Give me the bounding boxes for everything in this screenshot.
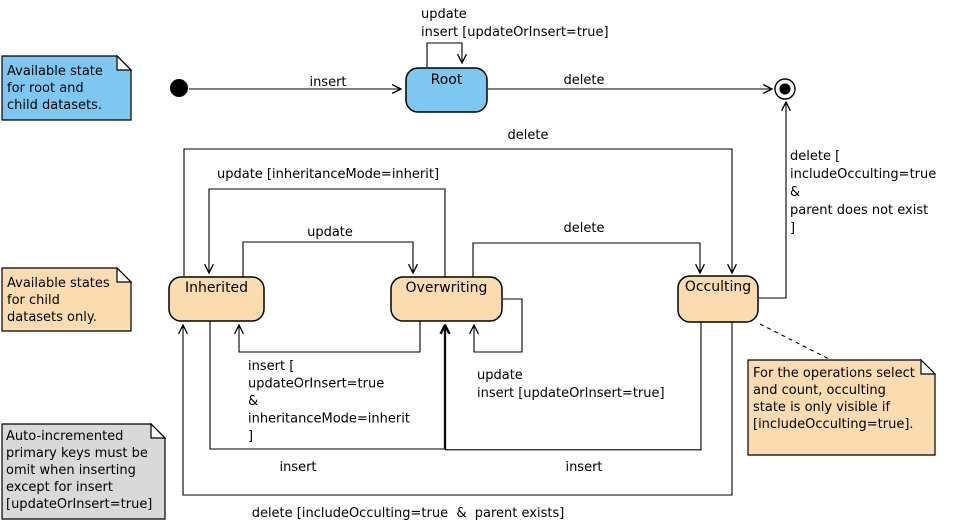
label-insert-guard-1: insert [ — [248, 359, 294, 374]
note-root-fold-icon — [116, 54, 133, 71]
edge-inherited-occulting-delete — [183, 148, 732, 276]
label-delete-root-final: delete — [564, 73, 605, 88]
note-root-line-1: Available state — [7, 64, 103, 79]
label-update-inherited-overwriting: update — [307, 225, 353, 240]
state-overwriting — [390, 276, 503, 322]
final-state-inner-icon — [779, 83, 791, 95]
edge-occulting-final-delete — [759, 102, 786, 299]
note-autoincrement-line-1: Auto-incremented — [6, 429, 123, 444]
label-root-loop-update: update — [421, 7, 467, 22]
state-root-label: Root — [431, 72, 463, 88]
edge-inherited-overwriting-update — [242, 241, 413, 277]
note-autoincrement-line-3: omit when inserting — [6, 463, 136, 478]
note-autoincrement-line-2: primary keys must be — [6, 446, 148, 461]
state-inherited — [168, 276, 265, 322]
note-child-line-3: datasets only. — [7, 310, 97, 325]
label-update-inheritance-mode: update [inheritanceMode=inherit] — [217, 167, 439, 182]
label-insert-inherited-overwriting: insert — [279, 460, 316, 475]
note-autoincrement-line-5: [updateOrInsert=true] — [6, 497, 152, 512]
note-occulting-line-4: [includeOcculting=true]. — [753, 417, 914, 432]
label-delete-occulting-inherited: delete [includeOcculting=true & parent e… — [252, 506, 565, 521]
label-delete-inherited-occulting: delete — [508, 128, 549, 143]
note-occulting-line-3: state is only visible if — [753, 400, 891, 415]
edge-overwriting-inherited-update — [209, 188, 446, 277]
label-delete-occulting-final-5: ] — [790, 221, 795, 236]
label-insert-initial: insert — [309, 75, 346, 90]
note-connector-dashed — [759, 323, 832, 361]
note-child-states — [1, 267, 132, 332]
note-autoincrement-fold-icon — [150, 422, 167, 439]
note-child-line-1: Available states — [7, 276, 110, 291]
label-insert-guard-5: ] — [248, 429, 253, 444]
label-overwriting-loop-insert: insert [updateOrInsert=true] — [477, 386, 665, 401]
state-root — [405, 67, 488, 113]
label-delete-occulting-final-2: includeOcculting=true — [790, 167, 936, 182]
state-occulting-label: Occulting — [685, 279, 751, 295]
label-overwriting-loop-update: update — [477, 368, 523, 383]
label-delete-occulting-final-1: delete [ — [790, 149, 840, 164]
edge-overwriting-self-loop — [474, 298, 523, 353]
label-delete-occulting-final-4: parent does not exist — [790, 203, 928, 218]
label-insert-guard-2: updateOrInsert=true — [248, 377, 384, 392]
note-occulting-visibility — [747, 359, 936, 456]
edge-overwriting-occulting-delete — [472, 242, 700, 277]
label-root-loop-insert: insert [updateOrInsert=true] — [421, 25, 609, 40]
edge-overwriting-inherited-insert — [239, 321, 421, 353]
state-inherited-label: Inherited — [185, 280, 248, 296]
edge-occulting-inherited-delete — [183, 322, 733, 496]
edge-root-self-loop — [426, 42, 462, 67]
state-overwriting-label: Overwriting — [406, 280, 488, 296]
edge-occulting-overwriting-insert — [446, 322, 702, 451]
note-child-states-fold-icon — [116, 266, 133, 283]
label-delete-occulting-final-3: & — [790, 185, 800, 200]
note-autoincrement — [1, 423, 166, 520]
note-child-line-2: for child — [7, 293, 60, 308]
label-insert-guard-3: & — [248, 394, 258, 409]
note-occulting-line-2: and count, occulting — [753, 383, 886, 398]
note-root-line-2: for root and — [7, 81, 84, 96]
label-delete-overwriting-occulting: delete — [564, 221, 605, 236]
note-autoincrement-line-4: except for insert — [6, 480, 113, 495]
initial-state-icon — [170, 79, 188, 97]
note-occulting-visibility-fold-icon — [920, 358, 937, 375]
label-insert-occulting-overwriting: insert — [565, 460, 602, 475]
state-occulting — [677, 275, 759, 323]
note-root-line-3: child datasets. — [7, 98, 102, 113]
note-root — [1, 55, 132, 121]
edge-inherited-overwriting-insert — [209, 321, 444, 450]
note-occulting-line-1: For the operations select — [753, 366, 915, 381]
label-insert-guard-4: inheritanceMode=inherit — [248, 412, 410, 427]
